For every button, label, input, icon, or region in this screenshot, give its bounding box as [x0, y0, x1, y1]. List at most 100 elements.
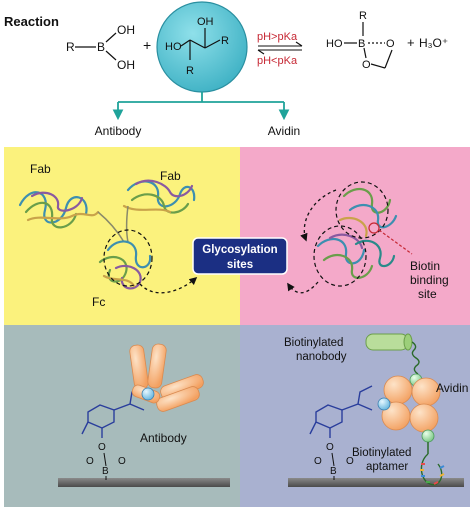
- reaction-scheme: Reaction R B OH OH + HO OH R R pH>pK: [4, 1, 448, 138]
- dashed-arrow-top: [300, 189, 337, 242]
- reaction-title: Reaction: [4, 14, 59, 29]
- sugar-o-right: O: [118, 456, 126, 467]
- label-biotin-2: binding: [410, 273, 449, 287]
- sugar-o-left-r: O: [314, 456, 322, 467]
- biotin-site-marker: [368, 222, 380, 234]
- boron-b: B: [102, 466, 109, 477]
- condition-reverse: pH<pKa: [257, 55, 298, 67]
- nanobody-cap: [403, 333, 413, 351]
- aptamer-bases: [420, 463, 445, 485]
- glycan-chain-right: [309, 385, 373, 438]
- diol-r-bottom: R: [186, 65, 194, 77]
- label-fc: Fc: [92, 295, 105, 309]
- plus-sign-right: +: [407, 35, 415, 50]
- condition-forward: pH>pKa: [257, 31, 298, 43]
- surface-bar-right: [288, 478, 464, 487]
- diol-circle: HO OH R R: [156, 1, 248, 93]
- nanobody-linker: [411, 341, 420, 375]
- surface-bar-left: [58, 478, 230, 487]
- ester-b: B: [358, 38, 365, 50]
- diol-r-right: R: [221, 35, 229, 47]
- branch-arrows: [112, 92, 290, 121]
- bond: [384, 49, 393, 69]
- panel-antibody-structure: [4, 147, 240, 325]
- bond: [204, 39, 221, 49]
- antibody-immobilization-scheme: O O O B Antibody: [58, 343, 230, 487]
- boronic-oh-top: OH: [117, 23, 135, 37]
- boronic-r: R: [66, 40, 75, 54]
- antibody-glycan-node: [141, 387, 155, 401]
- badge-background: [192, 237, 288, 275]
- diol-oh: OH: [197, 16, 214, 28]
- glycosylation-sites-badge: Glycosylation sites: [192, 237, 288, 275]
- glycosylation-site-top: [335, 181, 389, 239]
- bond: [105, 32, 117, 43]
- ester-o-bottom: O: [362, 59, 371, 71]
- label-biotin-1: Biotin: [410, 259, 440, 273]
- plus-sign: +: [143, 37, 151, 53]
- sugar-o-right-r: O: [346, 456, 354, 467]
- bond: [363, 47, 367, 59]
- avidin-tetramer: [377, 375, 441, 443]
- bond: [105, 50, 117, 61]
- antibody-arm-left-2: [147, 343, 167, 389]
- label-aptamer-2: aptamer: [366, 461, 408, 473]
- boronate-ester: R HO B O O: [326, 10, 395, 71]
- glycosylation-site-bottom: [313, 225, 367, 287]
- avidin-protein-structure: Biotin binding site: [287, 181, 449, 301]
- glycosylation-site-highlight: [103, 229, 153, 287]
- ester-o-right: O: [386, 38, 395, 50]
- equilibrium-arrows: pH>pKa pH<pKa: [257, 31, 303, 67]
- diol-ho: HO: [165, 41, 182, 53]
- bond: [331, 452, 335, 467]
- dashed-arrow-bottom: [287, 281, 319, 294]
- label-avidin: Avidin: [436, 381, 468, 395]
- ester-ho: HO: [326, 38, 343, 50]
- bond: [189, 39, 206, 49]
- label-nanobody-2: nanobody: [296, 351, 347, 363]
- badge-line-2: sites: [227, 259, 253, 271]
- aptamer-biotin: [421, 429, 435, 443]
- badge-line-1: Glycosylation: [202, 244, 277, 256]
- target-avidin: Avidin: [268, 124, 300, 138]
- boron-b-r: B: [330, 466, 337, 477]
- label-antibody: Antibody: [140, 431, 187, 445]
- avidin-ribbon: [316, 187, 398, 279]
- boronic-oh-bottom: OH: [117, 58, 135, 72]
- label-nanobody-1: Biotinylated: [284, 337, 343, 349]
- reverse-arrowhead: [257, 49, 265, 55]
- aptamer: [420, 442, 445, 486]
- nanobody: [365, 333, 423, 387]
- aptamer-strand: [420, 453, 443, 486]
- target-antibody: Antibody: [95, 124, 142, 138]
- nanobody-body: [365, 333, 409, 351]
- ester-r: R: [359, 10, 367, 22]
- avidin-glycan-node: [377, 397, 391, 411]
- biotin-site-leader: [378, 229, 413, 255]
- boronic-b: B: [97, 40, 105, 54]
- hinge-region: [97, 205, 129, 243]
- bond: [103, 452, 107, 467]
- avidin-subunit-4: [409, 403, 439, 433]
- antibody-protein-structure: Fab Fab Fc: [18, 162, 198, 309]
- sugar-o-top-r: O: [326, 442, 334, 453]
- bond: [370, 63, 386, 69]
- boronic-acid: R B OH OH: [66, 23, 135, 72]
- avidin-immobilization-scheme: O O O B Biotinylated nanobody Avidin: [284, 333, 468, 487]
- bond: [180, 39, 191, 47]
- label-fab-left: Fab: [30, 162, 51, 176]
- panel-antibody-immobilization: [4, 325, 240, 507]
- fab-left-ribbon: [18, 191, 100, 229]
- sugar-o-top: O: [98, 442, 106, 453]
- dashed-arrow-to-badge: [139, 276, 198, 294]
- label-biotin-3: site: [418, 287, 437, 301]
- antibody-arm-right-2: [156, 386, 200, 412]
- antibody-y-shape: [129, 343, 204, 412]
- forward-arrowhead: [295, 41, 303, 47]
- hydronium: H₃O⁺: [419, 36, 448, 50]
- label-aptamer-1: Biotinylated: [352, 447, 411, 459]
- sugar-o-left: O: [86, 456, 94, 467]
- label-fab-right: Fab: [160, 169, 181, 183]
